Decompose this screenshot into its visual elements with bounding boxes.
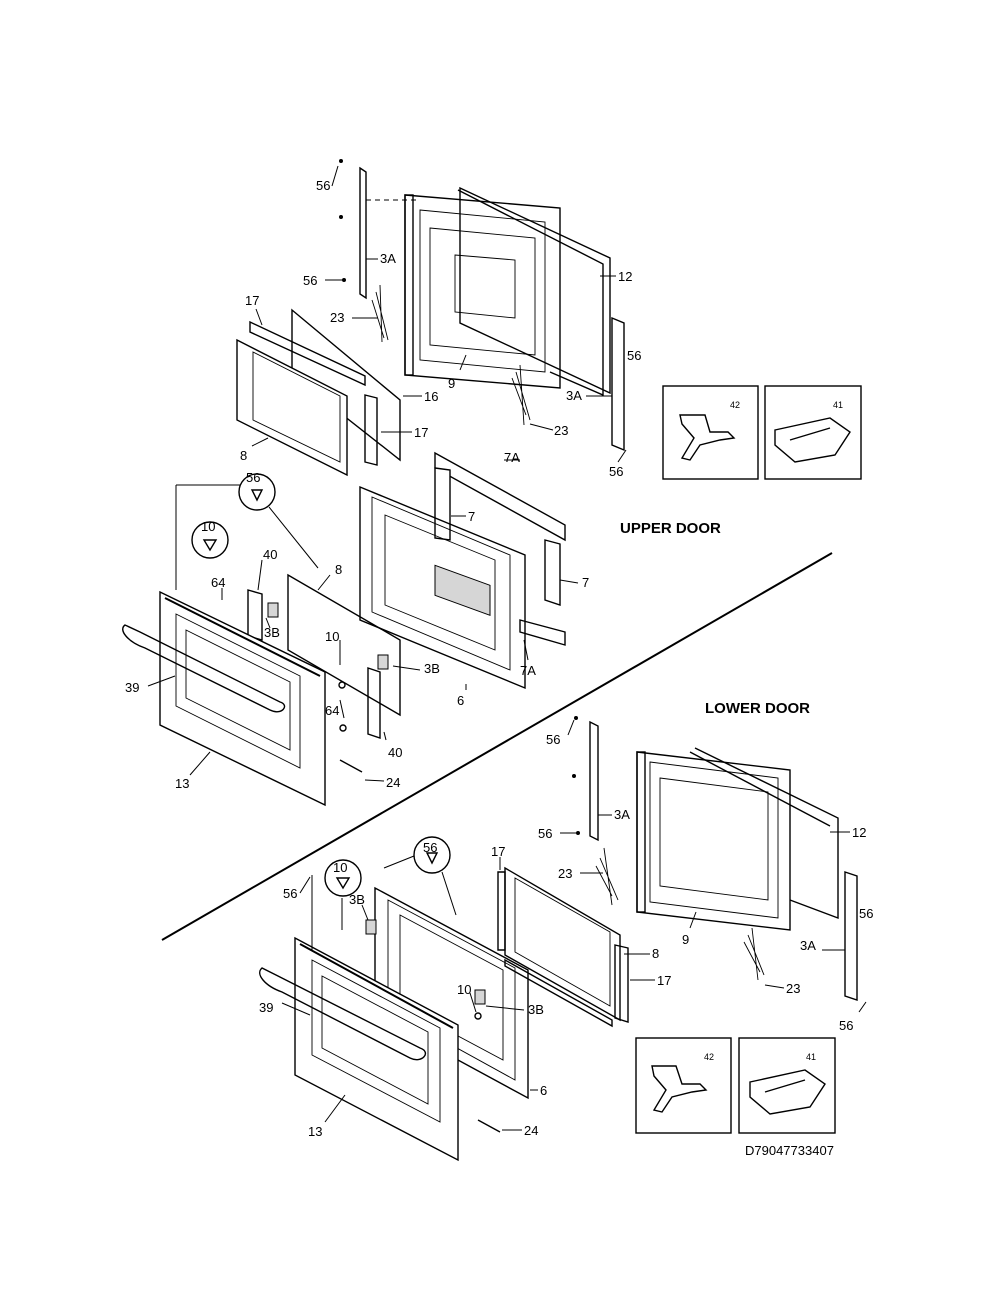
label-23: 23: [558, 866, 572, 881]
label-7: 7: [582, 575, 589, 590]
label-39: 39: [259, 1000, 273, 1015]
upper-door-assembly: [122, 159, 625, 807]
label-56: 56: [246, 470, 260, 485]
label-56: 56: [303, 273, 317, 288]
label-13: 13: [175, 776, 189, 791]
bracket-41-icon: [774, 417, 851, 463]
label-3b: 3B: [264, 625, 280, 640]
label-12: 12: [852, 825, 866, 840]
label-17: 17: [414, 425, 428, 440]
label-40: 40: [263, 547, 277, 562]
label-7: 7: [468, 509, 475, 524]
inset-label-42: 42: [704, 1052, 714, 1062]
label-56: 56: [546, 732, 560, 747]
lower-inset-panel: 42 41: [635, 1037, 836, 1134]
label-40: 40: [388, 745, 402, 760]
label-56: 56: [839, 1018, 853, 1033]
label-8: 8: [335, 562, 342, 577]
label-23: 23: [330, 310, 344, 325]
label-64: 64: [325, 703, 339, 718]
label-10: 10: [325, 629, 339, 644]
label-3a: 3A: [614, 807, 630, 822]
label-24: 24: [524, 1123, 538, 1138]
lower-door-title: LOWER DOOR: [705, 700, 810, 717]
label-64: 64: [211, 575, 225, 590]
label-3a: 3A: [380, 251, 396, 266]
upper-inset-panel: 42 41: [662, 385, 862, 480]
upper-door-title: UPPER DOOR: [620, 520, 721, 537]
label-10: 10: [333, 860, 347, 875]
bracket-41-icon: [749, 1069, 826, 1115]
label-10: 10: [457, 982, 471, 997]
lower-door-assembly: [259, 716, 858, 1162]
label-3b: 3B: [349, 892, 365, 907]
label-6: 6: [540, 1083, 547, 1098]
lower-labels: 56 3A 56 12 17 56 10 56 23 56 3B 9 8 3A …: [259, 719, 873, 1139]
diagram-id: D79047733407: [745, 1143, 834, 1158]
label-56: 56: [627, 348, 641, 363]
label-7a: 7A: [504, 450, 520, 465]
label-3b: 3B: [528, 1002, 544, 1017]
label-9: 9: [448, 376, 455, 391]
label-12: 12: [618, 269, 632, 284]
label-56: 56: [283, 886, 297, 901]
label-56: 56: [538, 826, 552, 841]
label-10: 10: [201, 519, 215, 534]
label-23: 23: [554, 423, 568, 438]
label-16: 16: [424, 389, 438, 404]
bracket-42-icon: [651, 1065, 708, 1113]
label-3a: 3A: [800, 938, 816, 953]
label-3a: 3A: [566, 388, 582, 403]
inset-label-42: 42: [730, 400, 740, 410]
bracket-42-icon: [679, 414, 736, 461]
label-8: 8: [652, 946, 659, 961]
label-7a: 7A: [520, 663, 536, 678]
inset-label-41: 41: [806, 1052, 816, 1062]
label-8: 8: [240, 448, 247, 463]
label-56: 56: [609, 464, 623, 479]
label-39: 39: [125, 680, 139, 695]
inset-label-41: 41: [833, 400, 843, 410]
label-6: 6: [457, 693, 464, 708]
label-3b: 3B: [424, 661, 440, 676]
label-24: 24: [386, 775, 400, 790]
label-17: 17: [491, 844, 505, 859]
label-56: 56: [316, 178, 330, 193]
label-56: 56: [423, 840, 437, 855]
upper-labels: 56 3A 56 12 23 17 56 9 3A 16 17 23 8 56 …: [125, 165, 641, 791]
label-9: 9: [682, 932, 689, 947]
label-13: 13: [308, 1124, 322, 1139]
label-17: 17: [657, 973, 671, 988]
label-17: 17: [245, 293, 259, 308]
section-divider: [161, 552, 833, 941]
label-23: 23: [786, 981, 800, 996]
label-56: 56: [859, 906, 873, 921]
